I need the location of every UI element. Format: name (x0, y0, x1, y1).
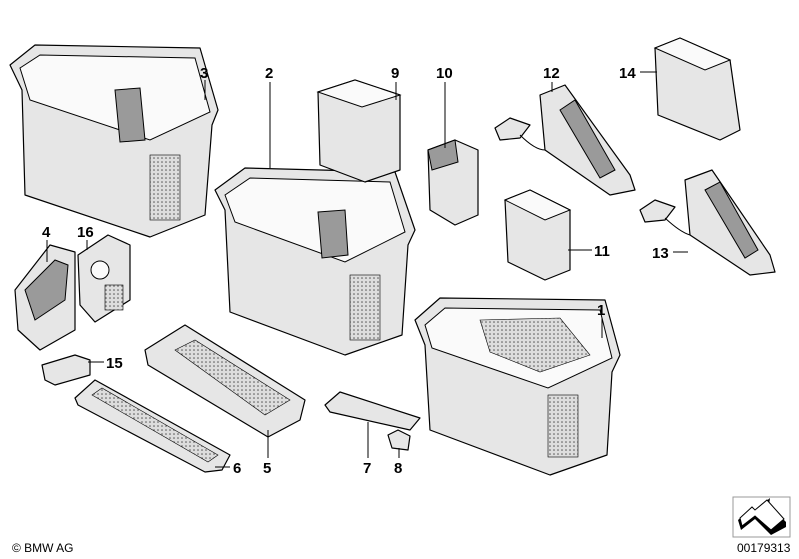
part-15-cap[interactable] (41, 354, 91, 386)
part-6-tray[interactable] (74, 379, 231, 473)
part-9-cover[interactable] (316, 79, 402, 183)
label-part-4: 4 (42, 224, 51, 241)
label-part-6: 6 (233, 460, 241, 477)
part-10-insert[interactable] (427, 139, 479, 226)
part-7-clip[interactable] (324, 391, 421, 431)
part-13-bracket[interactable] (639, 169, 776, 276)
label-part-13: 13 (652, 245, 669, 262)
leader-lines (46, 71, 688, 468)
part-2-storage-box[interactable] (214, 167, 416, 356)
label-part-15: 15 (106, 355, 123, 372)
part-3-storage-box[interactable] (9, 44, 219, 238)
label-part-12: 12 (543, 65, 560, 82)
copyright-text: © BMW AG (12, 541, 74, 555)
part-8-clip[interactable] (387, 429, 411, 451)
label-part-3: 3 (200, 65, 208, 82)
part-11-insert[interactable] (503, 189, 572, 281)
part-4-socket[interactable] (14, 244, 76, 351)
part-1-storage-box[interactable] (414, 297, 621, 476)
arrow-up-left-icon (732, 496, 791, 538)
label-part-5: 5 (263, 460, 271, 477)
part-12-bracket[interactable] (494, 84, 636, 196)
label-part-1: 1 (597, 302, 605, 319)
label-part-11: 11 (594, 243, 610, 260)
part-16-socket[interactable] (77, 234, 131, 323)
label-part-8: 8 (394, 460, 402, 477)
label-part-16: 16 (77, 224, 94, 241)
part-14-cover[interactable] (653, 37, 741, 141)
document-id: 00179313 (737, 541, 791, 555)
label-part-10: 10 (436, 65, 453, 82)
part-5-tray[interactable] (144, 324, 306, 438)
label-part-9: 9 (391, 65, 399, 82)
label-part-14: 14 (619, 65, 636, 82)
label-part-2: 2 (265, 65, 273, 82)
label-part-7: 7 (363, 460, 371, 477)
